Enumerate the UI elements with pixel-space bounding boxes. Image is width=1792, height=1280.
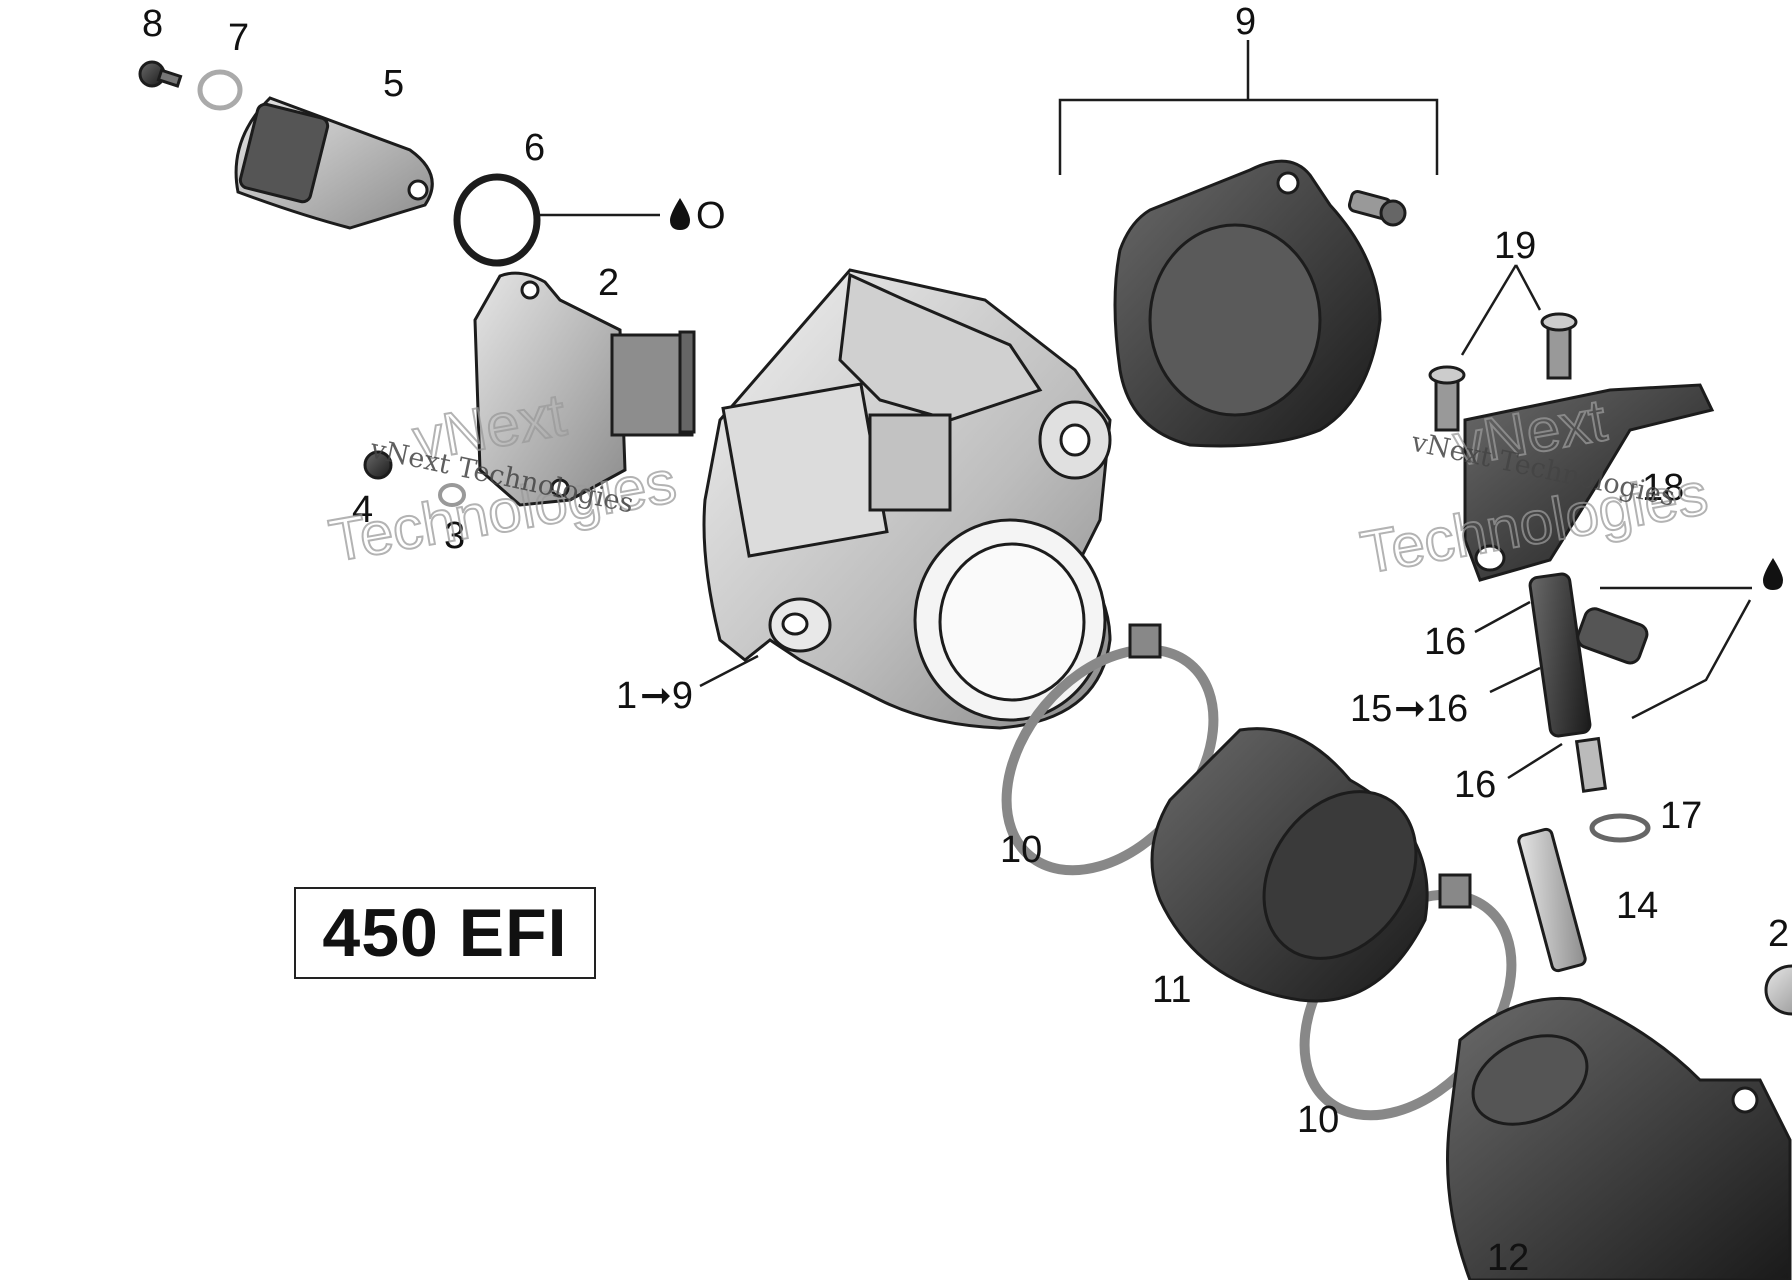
callout-16-bottom: 16 [1454,764,1496,806]
callout-15-arrow: ➞16 [1394,688,1468,730]
callout-11: 11 [1152,969,1191,1011]
screw-part-4 [363,450,393,480]
washer-part-7 [197,69,243,111]
callout-7: 7 [228,17,249,59]
callout-1: 1 [616,675,637,717]
model-label-box: 450 EFI [294,887,596,979]
callout-19: 19 [1494,225,1536,267]
callout-edge-2: 2 [1768,913,1789,955]
bolt-part-14 [1517,827,1587,973]
callout-8: 8 [142,3,163,45]
o-ring-part-17 [1589,813,1651,843]
lubricant-mark: O [696,195,726,237]
callout-1-arrow: ➞9 [640,675,693,717]
callout-4: 4 [352,489,373,531]
manifold-part-12 [1446,996,1792,1280]
callout-9: 9 [1235,1,1256,43]
callout-17: 17 [1660,795,1702,837]
sensor-part-5 [234,96,434,230]
oil-drop-icon [1763,558,1783,590]
callout-10-lower: 10 [1297,1099,1339,1141]
cover-part-9 [1113,159,1382,448]
edge-part-2 [1764,964,1792,1016]
callout-14: 14 [1616,885,1658,927]
callout-3: 3 [444,515,465,557]
fuel-rail-part-18 [1463,383,1715,582]
callout-18: 18 [1642,467,1684,509]
screw-part-9 [1347,190,1407,227]
callout-10-upper: 10 [1000,829,1042,871]
sensor-part-2 [473,271,696,507]
washer-part-3 [438,483,466,507]
model-label: 450 EFI [322,895,568,971]
screw-part-8 [138,60,183,88]
callout-2: 2 [598,262,619,304]
bracket-part-9 [1058,40,1439,175]
callout-15: 15 [1350,688,1392,730]
callout-6: 6 [524,127,545,169]
callout-5: 5 [383,63,404,105]
callout-16-top: 16 [1424,621,1466,663]
screws-part-19 [1428,264,1578,432]
boot-part-11 [1150,727,1429,1003]
injector-part-16 [1474,572,1752,793]
callout-12: 12 [1487,1237,1529,1279]
o-ring-part-6 [453,173,660,267]
oil-drop-icon [670,198,690,230]
throttle-body [699,268,1112,730]
